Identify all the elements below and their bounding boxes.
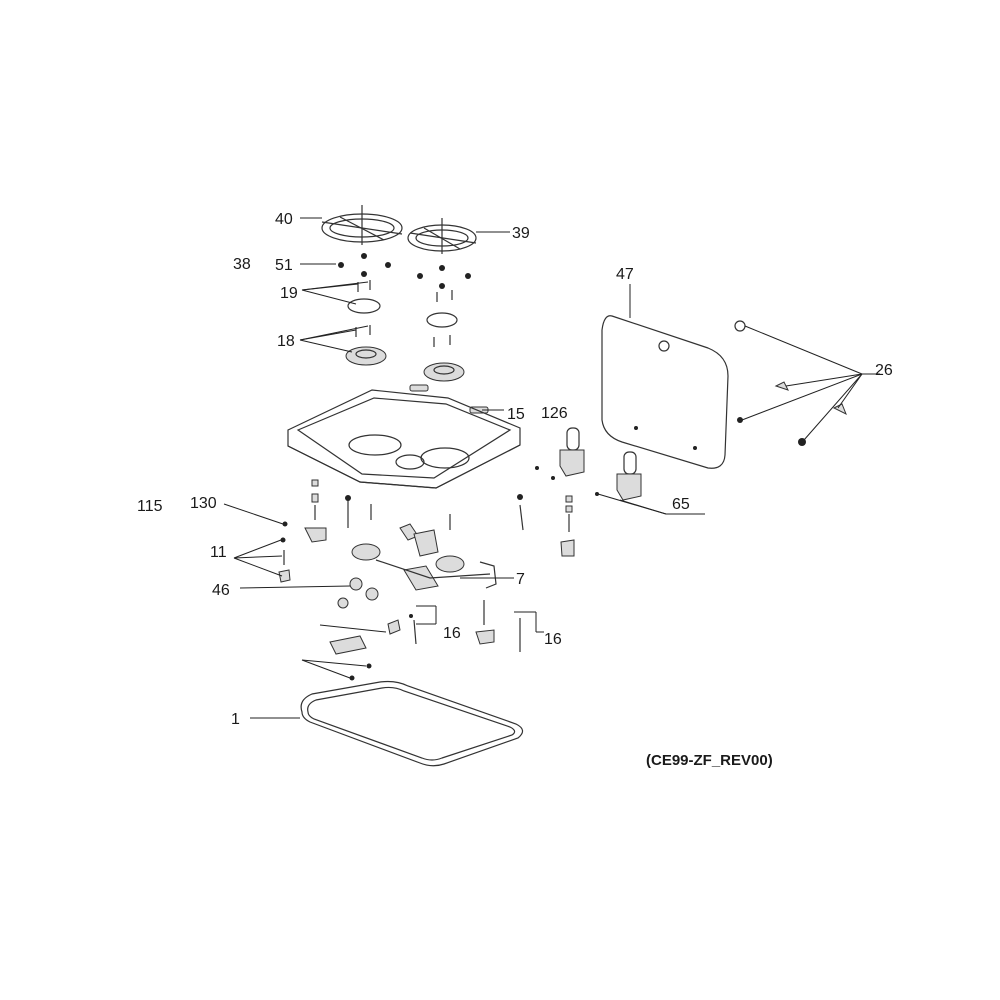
gas-valve-assembly (351, 523, 497, 591)
callout-1: 1 (231, 711, 240, 728)
callout-51: 51 (275, 257, 293, 274)
callout-40: 40 (275, 211, 293, 228)
pan-support-left (321, 205, 403, 245)
callout-16-left: 16 (443, 625, 461, 642)
hob-tray (287, 389, 521, 489)
callout-126: 126 (541, 405, 568, 422)
leader-lines (223, 217, 880, 719)
callout-7: 7 (516, 571, 525, 588)
control-knobs (337, 577, 379, 609)
ignition-electrodes (387, 600, 521, 652)
burner-heads (345, 346, 465, 382)
callout-18: 18 (277, 333, 295, 350)
callout-65: 65 (672, 496, 690, 513)
lid-hinges (535, 427, 642, 501)
burner-pins-lower (355, 325, 451, 347)
callout-15: 15 (507, 406, 525, 423)
drawing-code: (CE99-ZF_REV00) (646, 752, 773, 769)
callout-26: 26 (875, 362, 893, 379)
callout-47: 47 (616, 266, 634, 283)
callout-labels: 40 39 38 51 19 18 15 126 47 26 65 115 13… (137, 211, 893, 728)
callout-16-right: 16 (544, 631, 562, 648)
callout-130: 130 (190, 495, 217, 512)
callout-19: 19 (280, 285, 298, 302)
callout-115: 115 (137, 498, 163, 515)
burner-pins-upper (357, 280, 453, 302)
burner-caps (347, 298, 458, 328)
lower-fittings-left (278, 521, 291, 583)
callout-39: 39 (512, 225, 530, 242)
lid-buffers (734, 320, 847, 446)
screw-caps (338, 253, 471, 289)
callout-11: 11 (210, 544, 227, 561)
glass-lid (601, 315, 729, 469)
pan-support-right (407, 218, 477, 254)
thermocouples (304, 479, 575, 557)
callout-46: 46 (212, 582, 230, 599)
seal-gasket (300, 680, 524, 767)
callout-38: 38 (233, 256, 251, 273)
mounting-brackets (329, 635, 372, 681)
